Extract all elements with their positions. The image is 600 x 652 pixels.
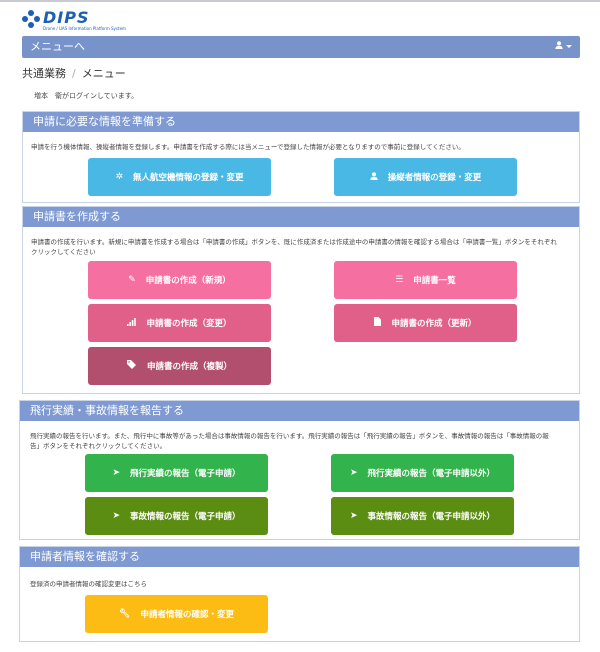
- panel-prepare-title: 申請に必要な情報を準備する: [23, 112, 579, 132]
- logo-subtitle: Drone / UAS Information Platform System: [43, 26, 126, 31]
- create-renew-button[interactable]: 申請書の作成（更新）: [334, 304, 517, 342]
- pencil-icon: ✎: [128, 274, 136, 285]
- tags-icon: [126, 360, 137, 372]
- nav-menu-link[interactable]: メニューへ: [30, 40, 85, 53]
- user-icon: [370, 171, 378, 183]
- breadcrumb: 共通業務 / メニュー: [22, 67, 126, 81]
- bar-chart-icon: [127, 317, 137, 329]
- breadcrumb-separator: /: [72, 67, 76, 80]
- wrench-icon: 🔧︎: [119, 608, 131, 619]
- chevron-down-icon: [566, 44, 572, 48]
- panel-applicant-title: 申請者情報を確認する: [20, 547, 579, 567]
- create-change-button[interactable]: 申請書の作成（変更）: [88, 304, 271, 342]
- send-icon: ➤: [112, 467, 121, 478]
- applicant-confirm-button[interactable]: 🔧︎ 申請者情報の確認・変更: [85, 595, 268, 633]
- top-border: [0, 0, 600, 2]
- panel-create: 申請書を作成する 申請書の作成を行います。新規に申請書を作成する場合は「申請書の…: [22, 206, 580, 394]
- logo-mark-icon: [22, 10, 40, 28]
- panel-report-description: 飛行実績の報告を行います。また、飛行中に事故等があった場合は事故情報の報告を行い…: [30, 432, 549, 450]
- send-icon: ➤: [349, 467, 358, 478]
- pilot-register-button[interactable]: 操縦者情報の登録・変更: [334, 158, 517, 196]
- menu-navbar: メニューへ: [22, 36, 580, 58]
- panel-report-title: 飛行実績・事故情報を報告する: [20, 401, 579, 421]
- gear-icon: ✲: [115, 171, 124, 182]
- login-status: 増本 衛がログインしています。: [34, 92, 139, 100]
- panel-prepare: 申請に必要な情報を準備する 申請を行う機体情報、操縦者情報を登録します。申請書を…: [22, 111, 580, 203]
- accident-report-other-button[interactable]: ➤ 事故情報の報告（電子申請以外）: [331, 497, 514, 535]
- send-icon: ➤: [112, 510, 121, 521]
- breadcrumb-root[interactable]: 共通業務: [22, 67, 66, 80]
- panel-applicant: 申請者情報を確認する 登録済の申請者情報の確認変更はこちら 🔧︎ 申請者情報の確…: [19, 546, 580, 642]
- create-copy-button[interactable]: 申請書の作成（複製）: [88, 347, 271, 385]
- dips-logo[interactable]: DIPS Drone / UAS Information Platform Sy…: [22, 10, 126, 34]
- panel-report: 飛行実績・事故情報を報告する 飛行実績の報告を行います。また、飛行中に事故等があ…: [19, 400, 580, 540]
- user-icon: [555, 41, 563, 49]
- logo-wordmark: DIPS: [43, 8, 90, 27]
- file-icon: [374, 317, 382, 329]
- application-list-button[interactable]: ☰ 申請書一覧: [334, 261, 517, 299]
- panel-create-title: 申請書を作成する: [23, 207, 579, 227]
- user-menu-dropdown[interactable]: [555, 41, 572, 49]
- panel-applicant-description: 登録済の申請者情報の確認変更はこちら: [30, 580, 147, 588]
- create-new-button[interactable]: ✎ 申請書の作成（新規）: [88, 261, 271, 299]
- flight-report-other-button[interactable]: ➤ 飛行実績の報告（電子申請以外）: [331, 454, 514, 492]
- breadcrumb-current: メニュー: [81, 67, 126, 80]
- panel-create-description: 申請書の作成を行います。新規に申請書を作成する場合は「申請書の作成」ボタンを、既…: [31, 238, 557, 256]
- send-icon: ➤: [349, 510, 358, 521]
- accident-report-electronic-button[interactable]: ➤ 事故情報の報告（電子申請）: [85, 497, 268, 535]
- aircraft-register-button[interactable]: ✲ 無人航空機情報の登録・変更: [88, 158, 271, 196]
- flight-report-electronic-button[interactable]: ➤ 飛行実績の報告（電子申請）: [85, 454, 268, 492]
- panel-prepare-description: 申請を行う機体情報、操縦者情報を登録します。申請書を作成する際には当メニューで登…: [31, 143, 465, 151]
- list-icon: ☰: [395, 274, 404, 285]
